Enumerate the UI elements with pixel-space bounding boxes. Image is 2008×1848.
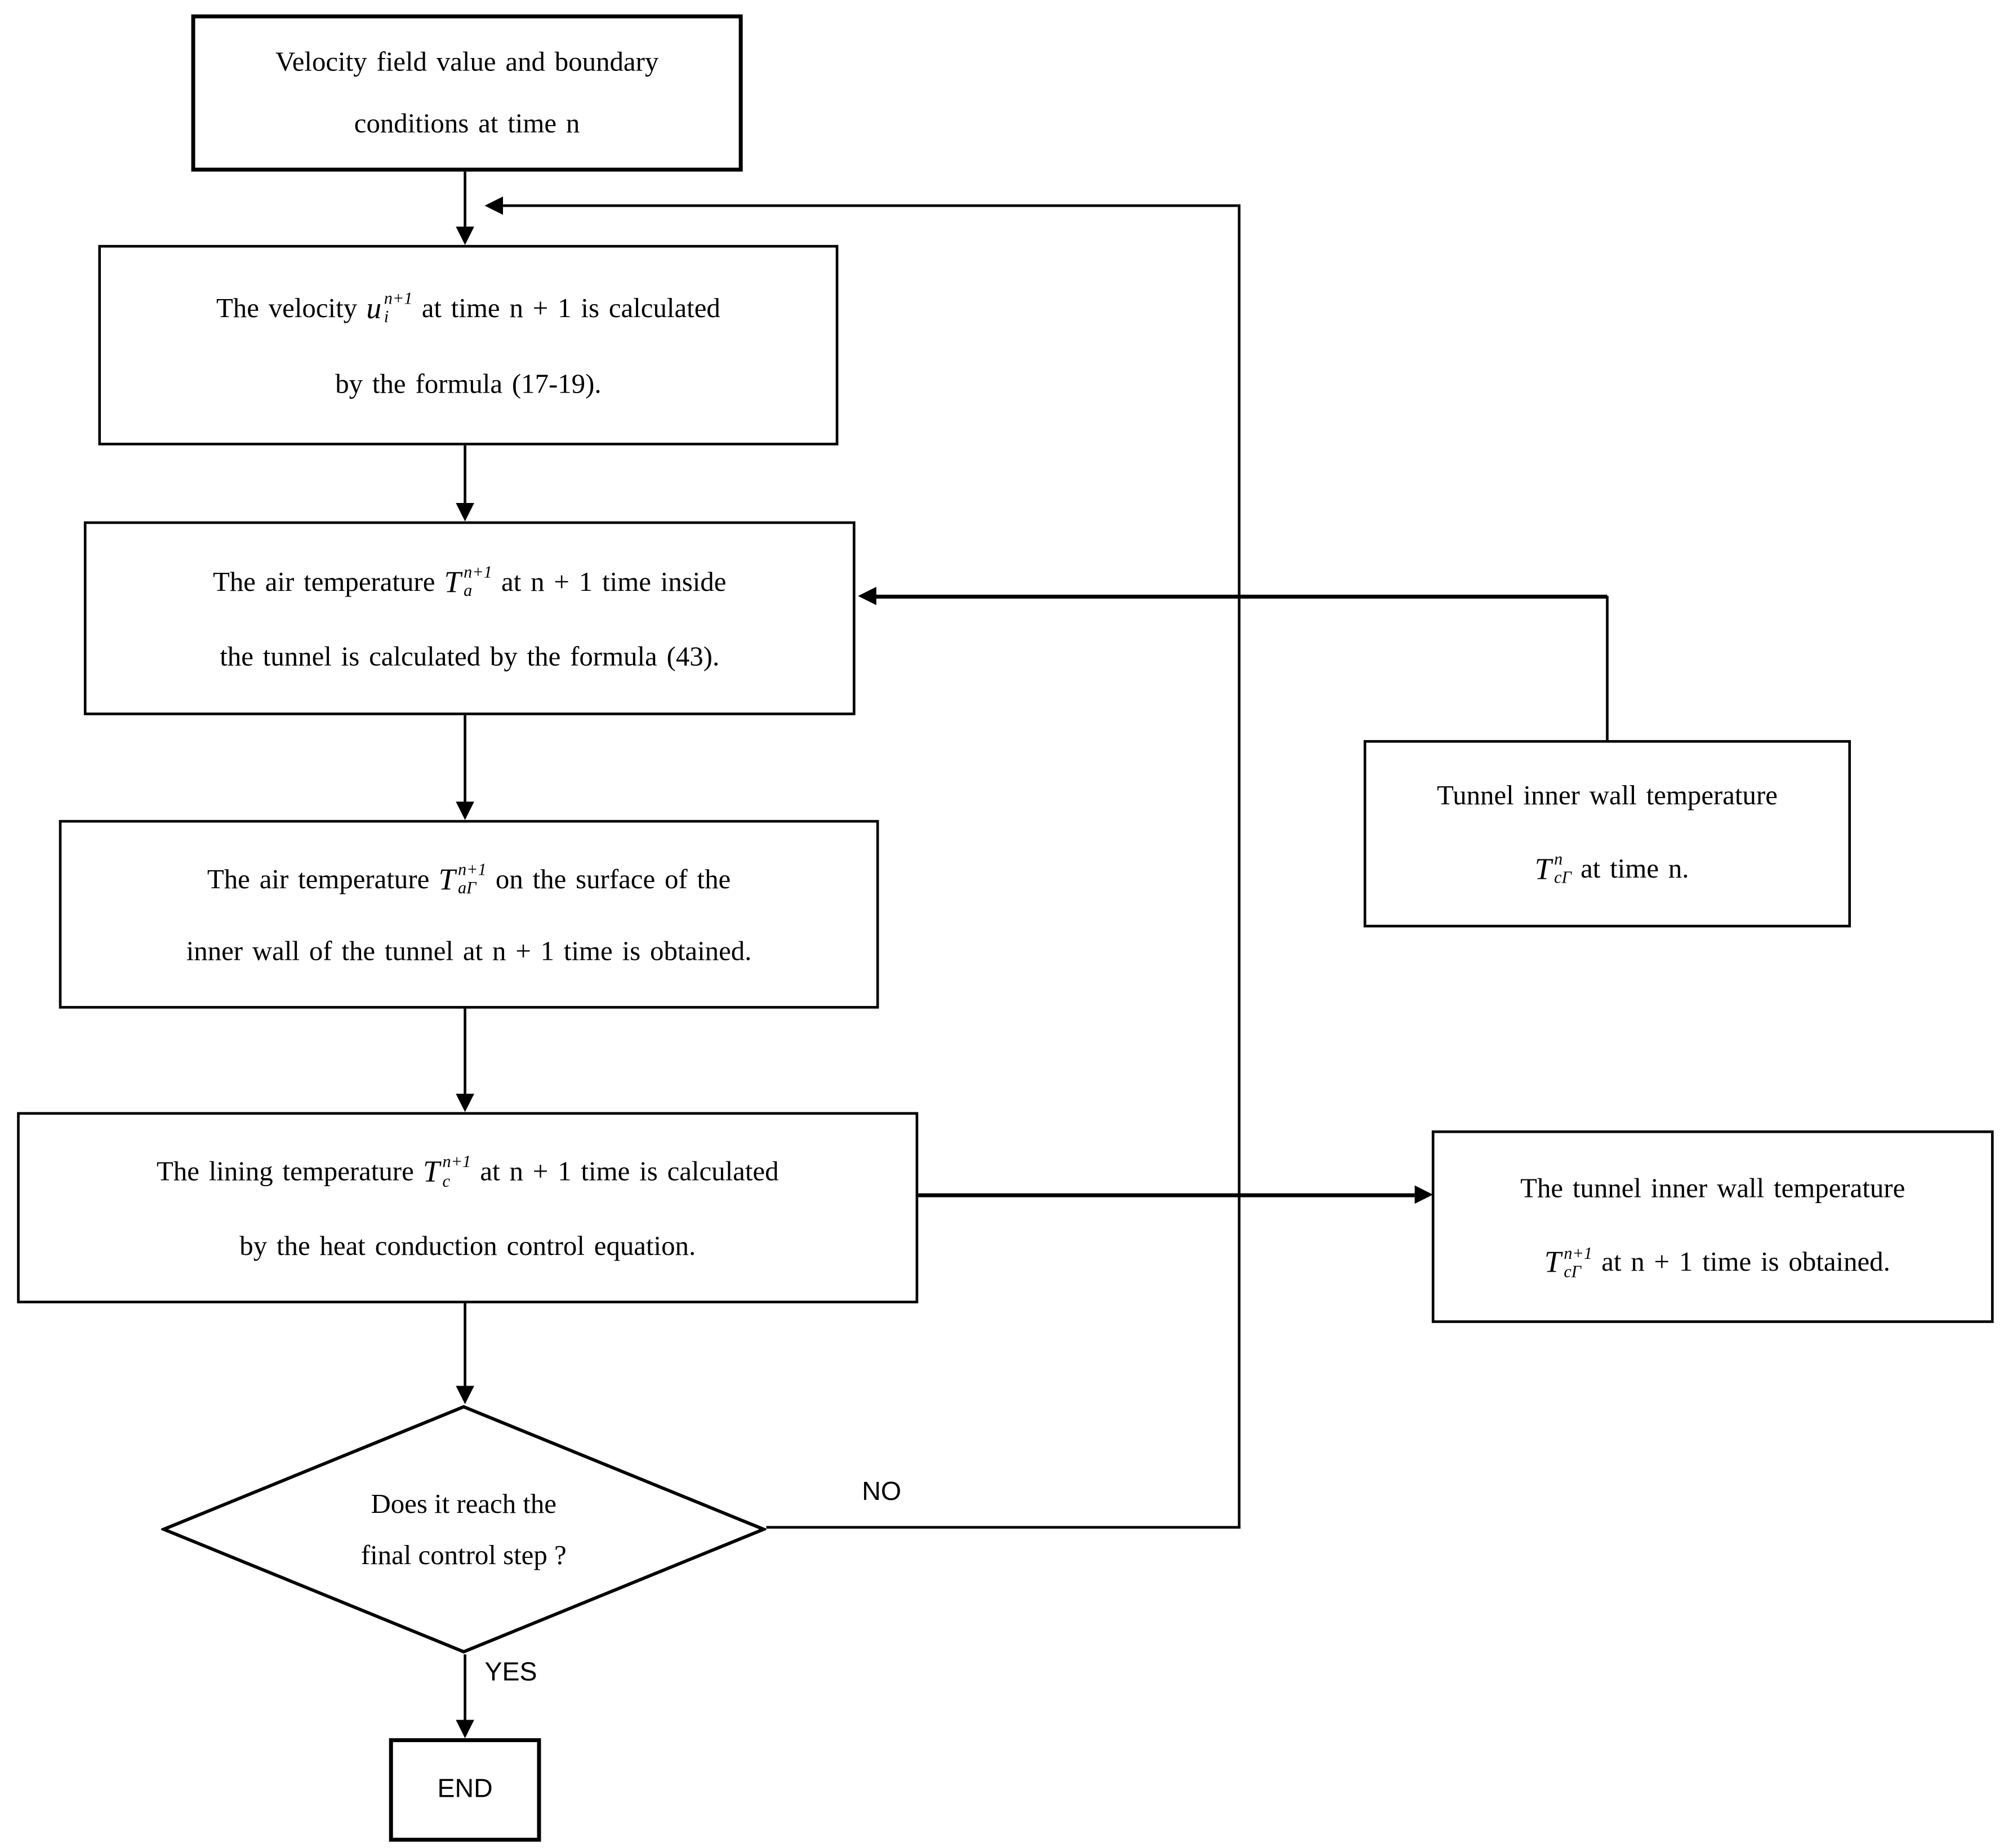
connector-start-to-velocity [464, 171, 466, 229]
lining-temp-symbol-sup: n+1 [442, 1152, 471, 1172]
lining-temp-symbol-base: T [423, 1155, 440, 1188]
wall-temp-time-n-line2: T n cΓ at time n. [1525, 848, 1689, 887]
velocity-calc-line1: The velocity u n+1 i at time n + 1 is ca… [216, 288, 720, 327]
arrowhead-down-icon [456, 801, 474, 820]
air-temp-post-text: at n + 1 time inside [501, 565, 727, 598]
velocity-calc-box: The velocity u n+1 i at time n + 1 is ca… [98, 244, 839, 446]
air-temp-symbol-sup: n+1 [464, 562, 492, 582]
wall-temp-n1-symbol-sub: cΓ [1564, 1261, 1581, 1281]
yes-label: YES [484, 1658, 537, 1687]
lining-temp-symbol: T n+1 c [423, 1152, 471, 1191]
decision-diamond: Does it reach the final control step ? [159, 1404, 768, 1654]
air-temp-line1: The air temperature T n+1 a at n + 1 tim… [213, 562, 727, 601]
arrowhead-left-icon [484, 196, 504, 215]
connector-velocity-to-air [464, 445, 466, 506]
surface-air-temp-box: The air temperature T n+1 aΓ on the surf… [59, 820, 879, 1009]
wall-temp-time-n-symbol-sub: cΓ [1554, 867, 1571, 887]
wall-temp-n1-box: The tunnel inner wall temperature T n+1 … [1431, 1130, 1994, 1323]
wall-temp-n1-symbol-base: T [1544, 1246, 1561, 1279]
velocity-post-text: at time n + 1 is calculated [421, 291, 720, 323]
air-temp-line2: the tunnel is calculated by the formula … [220, 640, 720, 672]
lining-temp-pre-text: The lining temperature [156, 1155, 414, 1187]
surface-air-temp-line1: The air temperature T n+1 aΓ on the surf… [207, 860, 731, 897]
end-label: END [437, 1775, 493, 1804]
connector-surface-to-lining [464, 1008, 466, 1096]
velocity-symbol: u n+1 i [366, 288, 413, 327]
surface-air-temp-post-text: on the surface of the [495, 862, 731, 894]
velocity-symbol-sub: i [384, 306, 389, 327]
diamond-shape [159, 1405, 768, 1654]
air-temp-symbol-base: T [444, 565, 461, 599]
arrowhead-right-icon [1414, 1185, 1433, 1204]
no-feedback-bottom-line [766, 1526, 1241, 1529]
connector-air-to-surface [464, 715, 466, 804]
lining-to-wall-temp-n1-line [918, 1193, 1415, 1197]
no-feedback-vertical-line [1237, 204, 1241, 1529]
wall-temp-n1-line2: T n+1 cΓ at n + 1 time is obtained. [1535, 1243, 1890, 1281]
wall-temp-time-n-post-text: at time n. [1580, 852, 1689, 884]
arrowhead-down-icon [456, 1720, 474, 1739]
air-temp-calc-box: The air temperature T n+1 a at n + 1 tim… [83, 521, 856, 715]
wall-temp-time-n-box: Tunnel inner wall temperature T n cΓ at … [1363, 740, 1851, 928]
surface-air-temp-line2: inner wall of the tunnel at n + 1 time i… [186, 935, 752, 967]
wall-temp-time-n-symbol-base: T [1534, 852, 1552, 885]
arrowhead-down-icon [456, 1386, 474, 1405]
lining-temp-calc-box: The lining temperature T n+1 c at n + 1 … [17, 1112, 919, 1303]
decision-line1: Does it reach the [371, 1487, 557, 1519]
wall-temp-n1-symbol-sup: n+1 [1564, 1243, 1592, 1262]
wall-temp-n1-symbol: T n+1 cΓ [1544, 1243, 1592, 1281]
surface-air-temp-symbol-sub: aΓ [457, 878, 477, 898]
arrowhead-left-icon [858, 586, 876, 605]
lining-temp-symbol-sub: c [442, 1170, 450, 1191]
no-label: NO [862, 1477, 902, 1507]
lining-temp-line1: The lining temperature T n+1 c at n + 1 … [156, 1152, 779, 1191]
air-temp-symbol-sub: a [464, 581, 473, 601]
lining-temp-post-text: at n + 1 time is calculated [480, 1155, 779, 1187]
arrowhead-down-icon [456, 226, 474, 245]
air-temp-pre-text: The air temperature [213, 565, 435, 598]
connector-lining-to-decision [464, 1303, 466, 1387]
end-box: END [389, 1738, 541, 1842]
start-box: Velocity field value and boundary condit… [191, 14, 743, 172]
connector-decision-to-end [464, 1654, 466, 1723]
air-temp-symbol: T n+1 a [444, 562, 492, 601]
surface-air-temp-symbol-sup: n+1 [457, 859, 487, 879]
wall-temp-n1-post-text: at n + 1 time is obtained. [1601, 1246, 1890, 1278]
velocity-symbol-sup: n+1 [384, 288, 413, 308]
decision-text: Does it reach the final control step ? [161, 1404, 766, 1654]
wall-temp-n1-line1: The tunnel inner wall temperature [1520, 1172, 1905, 1204]
wall-temp-n-connector-vertical [1606, 596, 1609, 740]
surface-air-temp-symbol: T n+1 aΓ [439, 860, 487, 897]
wall-temp-time-n-symbol: T n cΓ [1534, 848, 1571, 887]
velocity-symbol-base: u [366, 291, 382, 324]
velocity-pre-text: The velocity [216, 291, 358, 323]
start-box-line1: Velocity field value and boundary [275, 46, 659, 78]
wall-temp-n-connector-horizontal [872, 594, 1608, 599]
wall-temp-time-n-symbol-sup: n [1554, 848, 1563, 869]
velocity-calc-line2: by the formula (17-19). [335, 368, 602, 400]
arrowhead-down-icon [456, 1093, 474, 1112]
decision-line2: final control step ? [360, 1538, 567, 1570]
wall-temp-time-n-line1: Tunnel inner wall temperature [1437, 780, 1778, 812]
surface-air-temp-pre-text: The air temperature [207, 862, 430, 894]
no-feedback-top-line [503, 204, 1238, 207]
surface-air-temp-symbol-base: T [438, 862, 456, 896]
start-box-line2: conditions at time n [354, 106, 580, 139]
lining-temp-line2: by the heat conduction control equation. [239, 1229, 696, 1261]
arrowhead-down-icon [456, 503, 474, 522]
